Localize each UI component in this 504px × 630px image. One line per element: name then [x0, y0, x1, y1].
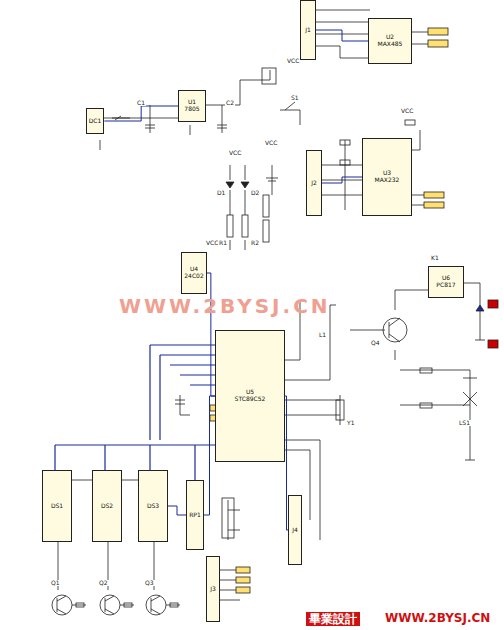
reference-label: DS2 — [101, 503, 113, 510]
component-box: DC1 — [86, 108, 105, 134]
reference-label: J3 — [210, 586, 216, 593]
reference-label: J1 — [305, 27, 311, 34]
signal-label: VCC — [228, 150, 242, 156]
wire — [104, 106, 178, 121]
signal-label: L1 — [318, 332, 327, 338]
component-box: U17805 — [178, 90, 206, 122]
signal-label: VCC — [286, 58, 300, 64]
signal-label: C1 — [136, 100, 146, 106]
signal-label: LS1 — [458, 420, 471, 426]
part-label: STC89C52 — [235, 396, 266, 403]
reference-label: DC1 — [89, 118, 102, 125]
part-label: MAX485 — [378, 41, 403, 48]
wire — [316, 30, 368, 41]
wire — [204, 396, 215, 515]
reference-label: RP1 — [189, 512, 201, 519]
part-label: 7805 — [184, 106, 199, 113]
component-box: RP1 — [186, 480, 204, 550]
signal-label: D1 — [216, 190, 226, 196]
component-box: J3 — [206, 556, 220, 622]
component-box: J4 — [288, 495, 302, 565]
signal-label: C2 — [225, 100, 235, 106]
signal-label: Q2 — [98, 580, 109, 586]
component-box: U6PC817 — [428, 266, 464, 298]
component-box: U2MAX485 — [368, 18, 412, 64]
signal-label: R1 — [218, 240, 228, 246]
reference-label: J4 — [292, 527, 298, 534]
signal-label: Y1 — [346, 420, 355, 426]
reference-label: U4 — [190, 266, 198, 273]
reference-label: U6 — [442, 275, 450, 282]
reference-label: U5 — [246, 389, 254, 396]
component-box: DS2 — [92, 470, 122, 542]
component-box: DS1 — [42, 470, 72, 542]
component-box: J1 — [300, 0, 316, 60]
signal-label: R2 — [250, 240, 260, 246]
reference-label: U2 — [386, 34, 394, 41]
signal-label: VCC — [400, 108, 414, 114]
component-box: J2 — [306, 150, 322, 216]
signal-label: S1 — [290, 95, 300, 101]
watermark-seal: 畢業設計 — [306, 612, 360, 626]
reference-label: DS3 — [147, 503, 159, 510]
component-box: DS3 — [138, 470, 168, 542]
reference-label: DS1 — [51, 503, 63, 510]
signal-label: Q1 — [50, 580, 61, 586]
component-box: U5STC89C52 — [215, 330, 285, 462]
watermark-url: WWW.2BYSJ.CN — [384, 612, 491, 624]
reference-label: U1 — [188, 99, 196, 106]
reference-label: U3 — [383, 170, 391, 177]
wire — [322, 177, 362, 183]
component-box: U424C02 — [181, 252, 206, 294]
reference-label: J2 — [311, 180, 317, 187]
signal-label: Q3 — [144, 580, 155, 586]
wire — [207, 273, 215, 396]
signal-label: K1 — [430, 255, 440, 261]
watermark: WWW.2BYSJ.CN — [118, 296, 332, 316]
signal-label: Q4 — [370, 340, 381, 346]
part-label: PC817 — [436, 282, 455, 289]
signal-label: D2 — [250, 190, 260, 196]
part-label: 24C02 — [184, 273, 203, 280]
part-label: MAX232 — [375, 177, 400, 184]
component-box: U3MAX232 — [362, 138, 412, 216]
wire — [168, 506, 186, 515]
signal-label: VCC — [264, 140, 278, 146]
